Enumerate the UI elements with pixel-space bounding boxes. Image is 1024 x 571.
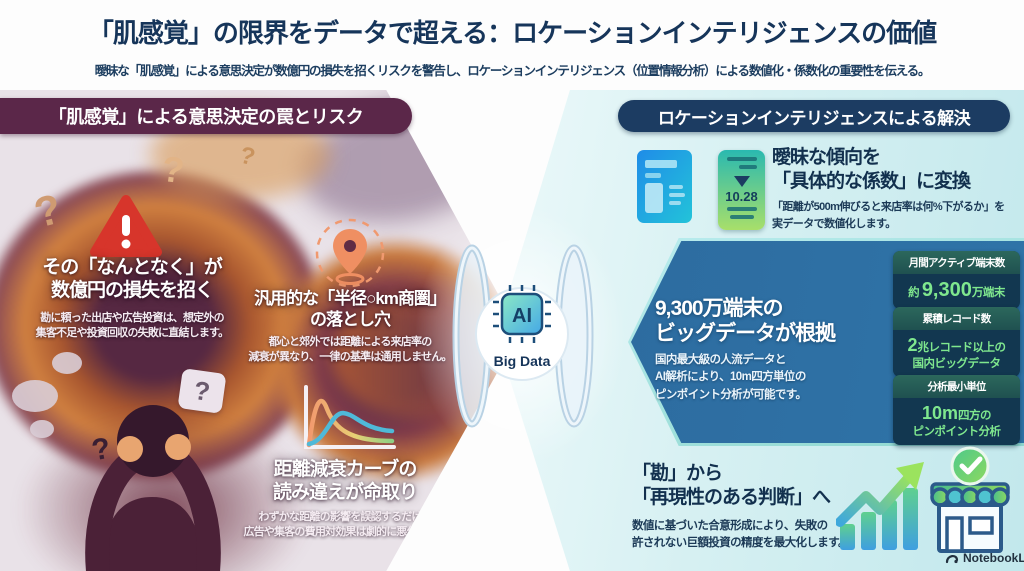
body-line: 許されない巨額投資の精度を最大化します。 bbox=[632, 537, 849, 550]
question-mark-decoration: ? bbox=[192, 374, 213, 407]
worried-person-illustration bbox=[85, 405, 221, 571]
risk-banner-label: 「肌感覚」による意思決定の罠とリスク bbox=[48, 107, 364, 127]
page-title: 「肌感覚」の限界をデータで超える：ロケーションインテリジェンスの価値 bbox=[87, 18, 937, 48]
heading-line: 9,300万端末の bbox=[655, 297, 784, 320]
notebooklm-logo: NotebookLM bbox=[945, 551, 1024, 565]
body-line: 都心と郊外では距離による来店率の bbox=[268, 336, 433, 348]
thought-cloud bbox=[30, 420, 54, 438]
heading-line: 「再現性のある判断」へ bbox=[632, 487, 831, 509]
risk-block3-heading: 距離減衰カーブの 読み違えが命取り bbox=[230, 458, 460, 504]
stat-line2: ピンポイント分析 bbox=[912, 425, 1002, 438]
body-line: 国内最大級の人流データと bbox=[655, 354, 786, 366]
stat-label: 分析最小単位 bbox=[893, 375, 1020, 398]
risk-banner: 「肌感覚」による意思決定の罠とリスク bbox=[0, 98, 412, 134]
heading-line: 距離減衰カーブの bbox=[273, 459, 418, 480]
stat-value: 2兆レコード以上の 国内ビッグデータ bbox=[893, 330, 1020, 377]
solution-block2-body: 数値に基づいた合意形成により、失敗の 許されない巨額投資の精度を最大化します。 bbox=[632, 518, 849, 553]
warning-icon bbox=[90, 195, 162, 257]
body-line: AI解析により、10m四方単位の bbox=[655, 371, 806, 384]
body-line: 実データで数値化します。 bbox=[772, 217, 896, 230]
big-data-caption: Big Data bbox=[494, 353, 551, 369]
stat-number: 9,300 bbox=[921, 279, 972, 301]
body-line: ピンポイント分析が可能です。 bbox=[655, 388, 807, 401]
heading-line: 読み違えが命取り bbox=[272, 482, 418, 504]
ai-chip-label: AI bbox=[512, 305, 532, 327]
map-pin-icon bbox=[315, 218, 385, 288]
heading-line: 汎用的な「半径○km商圏」 bbox=[254, 289, 447, 308]
body-line: 集客不足や投資回収の失敗に直結します。 bbox=[35, 327, 230, 340]
heading-line: 曖昧な傾向を bbox=[772, 147, 881, 168]
ai-bigdata-lens: AI Big Data bbox=[452, 244, 594, 428]
page-subtitle: 曖昧な「肌感覚」による意思決定が数億円の損失を招くリスクを警告し、ロケーションイ… bbox=[94, 64, 931, 78]
risk-block1-body: 勘に頼った出店や広告投資は、想定外の 集客不足や投資回収の失敗に直結します。 bbox=[2, 311, 262, 342]
question-box: ? bbox=[177, 368, 227, 414]
band-body: 国内最大級の人流データと AI解析により、10m四方単位の ピンポイント分析が可… bbox=[655, 352, 807, 404]
body-line: 「距離が500m伸びると来店率は何%下がるか」を bbox=[772, 201, 1005, 213]
stat-label: 月間アクティブ端末数 bbox=[893, 251, 1020, 274]
stat-number: 2 bbox=[907, 335, 918, 355]
coeff-line-decoration bbox=[726, 207, 757, 211]
solution-block1-body: 「距離が500m伸びると来店率は何%下がるか」を 実データで数値化します。 bbox=[772, 199, 1005, 232]
coeff-line-decoration bbox=[739, 165, 757, 169]
solution-banner-label: ロケーションインテリジェンスによる解決 bbox=[657, 108, 971, 128]
risk-block1-heading: その「なんとなく」が 数億円の損失を招く bbox=[7, 256, 257, 302]
stat-line2: 国内ビッグデータ bbox=[912, 357, 1002, 370]
stat-number: 10m bbox=[921, 403, 959, 423]
stat-box-active-devices: 月間アクティブ端末数 約 9,300万端末 bbox=[893, 251, 1020, 309]
thought-cloud bbox=[12, 380, 58, 412]
growth-chart-icon bbox=[836, 462, 924, 550]
stat-rest: 兆レコード以上の bbox=[917, 342, 1007, 354]
heading-line: ビッグデータが根拠 bbox=[655, 322, 836, 346]
coefficient-drop-icon: 10.28 bbox=[718, 150, 765, 230]
heading-line: その「なんとなく」が bbox=[42, 257, 222, 278]
heading-line: 「勘」から bbox=[632, 463, 723, 484]
store-check-icon bbox=[930, 446, 1010, 553]
risk-block3-body: わずかな距離の影響を誤認するだけで、 広告や集客の費用対効果は劇的に悪化します。 bbox=[218, 510, 482, 541]
body-line: 数値に基づいた合意形成により、失敗の bbox=[632, 520, 828, 532]
heading-line: の落とし穴 bbox=[310, 309, 391, 329]
body-line: 勘に頼った出店や広告投資は、想定外の bbox=[40, 312, 224, 324]
stat-label: 累積レコード数 bbox=[893, 307, 1020, 330]
risk-block2-body: 都心と郊外では距離による来店率の 減衰が異なり、一律の基準は通用しません。 bbox=[228, 335, 472, 366]
coeff-line-decoration bbox=[726, 157, 757, 161]
solution-banner: ロケーションインテリジェンスによる解決 bbox=[618, 100, 1010, 132]
coeff-line-decoration bbox=[729, 215, 754, 219]
stat-rest: 四方の bbox=[958, 410, 992, 422]
stat-value: 10m四方の ピンポイント分析 bbox=[893, 398, 1020, 445]
body-line: 広告や集客の費用対効果は劇的に悪化します。 bbox=[243, 526, 457, 539]
heading-line: 数億円の損失を招く bbox=[50, 280, 214, 302]
stat-value: 約 9,300万端末 bbox=[893, 274, 1020, 309]
notebooklm-logo-text: NotebookLM bbox=[963, 551, 1024, 565]
stat-box-resolution: 分析最小単位 10m四方の ピンポイント分析 bbox=[893, 375, 1020, 445]
data-report-icon bbox=[637, 150, 692, 223]
decay-curve-chart-icon bbox=[304, 385, 396, 449]
thought-cloud bbox=[52, 352, 82, 374]
stat-prefix: 約 bbox=[908, 287, 920, 299]
down-arrow-icon bbox=[733, 176, 750, 187]
risk-block2-heading: 汎用的な「半径○km商圏」 の落とし穴 bbox=[235, 289, 465, 330]
band-heading: 9,300万端末の ビッグデータが根拠 bbox=[655, 296, 836, 346]
stat-suffix: 万端末 bbox=[971, 287, 1006, 299]
body-line: わずかな距離の影響を誤認するだけで、 bbox=[258, 511, 442, 523]
heading-line: 「具体的な係数」に変換 bbox=[772, 171, 971, 193]
solution-block1-heading: 曖昧な傾向を 「具体的な係数」に変換 bbox=[772, 146, 971, 195]
body-line: 減衰が異なり、一律の基準は通用しません。 bbox=[248, 351, 452, 364]
notebooklm-logo-icon bbox=[945, 555, 959, 564]
solution-block2-heading: 「勘」から 「再現性のある判断」へ bbox=[632, 462, 831, 511]
stat-box-records: 累積レコード数 2兆レコード以上の 国内ビッグデータ bbox=[893, 307, 1020, 377]
coefficient-value: 10.28 bbox=[725, 189, 758, 204]
